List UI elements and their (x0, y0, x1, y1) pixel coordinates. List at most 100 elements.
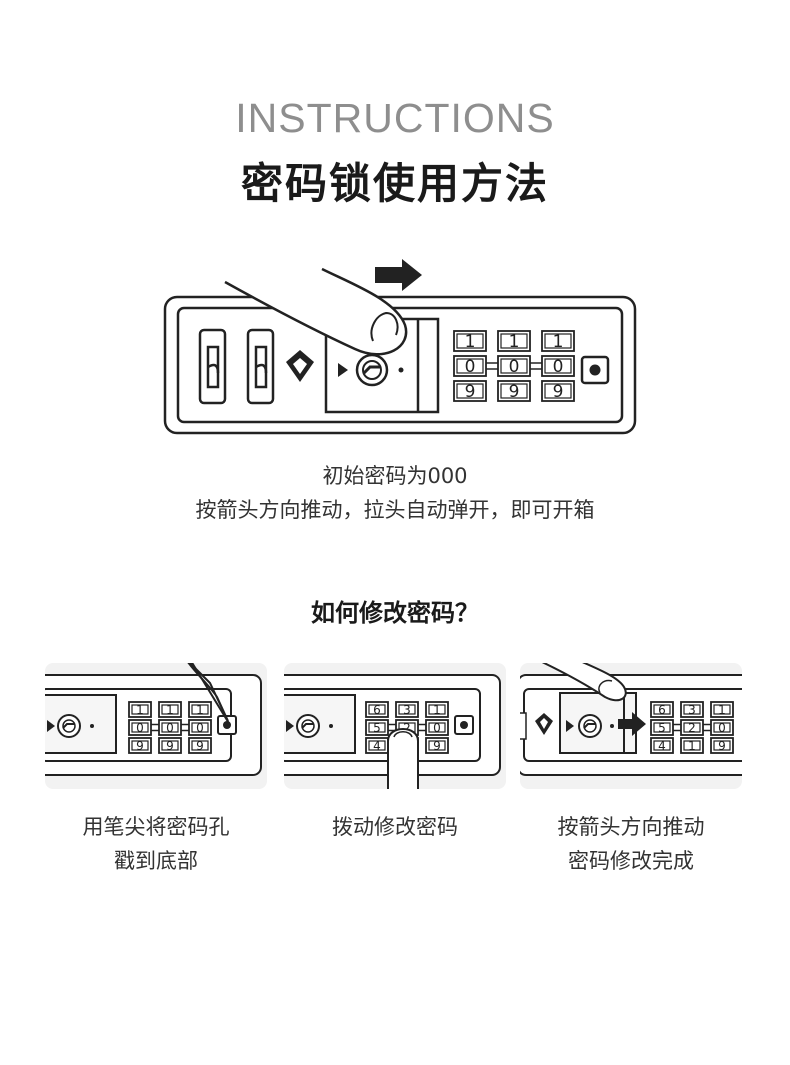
step-1-panel: 1 0 9 1 0 9 1 0 9 (45, 663, 267, 789)
dial-digit[interactable]: 9 (553, 382, 564, 402)
dial-cell-inner (653, 740, 671, 751)
dial-cell-inner (368, 704, 386, 715)
dial-digit[interactable]: 0 (136, 721, 144, 735)
dial-cell (128, 701, 152, 718)
dial-cell-inner (428, 740, 446, 751)
dial-cell-inner (683, 722, 701, 733)
dial-cell (710, 719, 734, 736)
dial-digit[interactable]: 6 (373, 703, 381, 717)
change-password-title: 如何修改密码？ (311, 599, 479, 627)
dial-cell-inner (500, 383, 528, 399)
dial-digit[interactable]: 3 (688, 703, 696, 717)
dial-cell-inner (131, 722, 149, 733)
dial-cell (188, 701, 212, 718)
dial-digit[interactable]: 9 (166, 739, 174, 753)
dial-cell-inner (544, 358, 572, 374)
dial-cell (365, 719, 389, 736)
dial-digit[interactable]: 9 (136, 739, 144, 753)
dial-cell (650, 701, 674, 718)
dial-cell (541, 330, 575, 352)
dial-digit[interactable]: 5 (373, 721, 381, 735)
dial-digit[interactable]: 0 (166, 721, 174, 735)
right-arrow-icon (375, 259, 422, 291)
dial-digit[interactable]: 2 (688, 721, 696, 735)
dial-cell-inner (161, 704, 179, 715)
main-lock-illustration: 1 0 9 1 0 9 1 0 9 (163, 259, 637, 435)
dial-digit[interactable]: 1 (136, 703, 144, 717)
step-1-caption: 用笔尖将密码孔 戳到底部 (31, 810, 281, 878)
dial-digit[interactable]: 1 (196, 703, 204, 717)
dial-cell-inner (456, 358, 484, 374)
finger-icon (541, 663, 627, 702)
finger-icon (387, 728, 419, 789)
dial-cell (188, 719, 212, 736)
dial-digit[interactable]: 6 (658, 703, 666, 717)
dial-cell-inner (500, 358, 528, 374)
dial-cell-inner (428, 722, 446, 733)
dial-digit[interactable]: 9 (196, 739, 204, 753)
dial-digit[interactable]: 0 (433, 721, 441, 735)
dial-digit[interactable]: 1 (718, 703, 726, 717)
dial-digit[interactable]: 0 (196, 721, 204, 735)
dial-cell (453, 330, 487, 352)
dial-cell-inner (161, 740, 179, 751)
dial-digit[interactable]: 1 (433, 703, 441, 717)
dial-cell (453, 355, 487, 377)
dial-cell-inner (500, 333, 528, 349)
dial-digit[interactable]: 1 (509, 332, 520, 352)
finger-icon (224, 267, 408, 356)
step-2-caption: 拨动修改密码 (270, 810, 520, 844)
step-3-panel: 6 5 4 3 2 1 1 0 9 (520, 663, 742, 789)
dial-group: 1 0 9 1 0 9 1 0 9 (453, 330, 575, 402)
dial-cell (680, 737, 704, 754)
dial-cell (158, 719, 182, 736)
dial-cell (680, 719, 704, 736)
dial-digit[interactable]: 9 (433, 739, 441, 753)
dial-cell (497, 380, 531, 402)
dial-digit[interactable]: 9 (718, 739, 726, 753)
dial-cell-inner (544, 333, 572, 349)
dial-cell-inner (368, 740, 386, 751)
title-english: INSTRUCTIONS (235, 95, 555, 141)
step-3-caption: 按箭头方向推动 密码修改完成 (506, 810, 756, 878)
dial-digit[interactable]: 4 (373, 739, 381, 753)
dial-cell-inner (713, 722, 731, 733)
dial-digit[interactable]: 1 (553, 332, 564, 352)
dial-cell-inner (428, 704, 446, 715)
dial-digit[interactable]: 3 (403, 703, 411, 717)
dial-digit[interactable]: 0 (465, 357, 476, 377)
dial-digit[interactable]: 9 (509, 382, 520, 402)
dial-cell (128, 719, 152, 736)
dial-cell (128, 737, 152, 754)
dial-cell-inner (544, 383, 572, 399)
dial-cell-inner (683, 704, 701, 715)
dial-digit[interactable]: 1 (688, 739, 696, 753)
dial-cell (425, 737, 449, 754)
dial-cell-inner (191, 704, 209, 715)
dial-digit[interactable]: 0 (509, 357, 520, 377)
dial-cell (541, 355, 575, 377)
dial-cell-inner (191, 722, 209, 733)
step-1-line-2: 戳到底部 (114, 849, 198, 873)
dial-digit[interactable]: 1 (166, 703, 174, 717)
initial-password-caption: 初始密码为000 (322, 464, 468, 488)
dial-digit[interactable]: 0 (553, 357, 564, 377)
dial-digit[interactable]: 9 (465, 382, 476, 402)
dial-cell-inner (713, 704, 731, 715)
dial-cell (365, 701, 389, 718)
step-1-line-1: 用笔尖将密码孔 (82, 815, 230, 839)
dial-cell-inner (131, 740, 149, 751)
dial-cell (497, 355, 531, 377)
dial-digit[interactable]: 4 (658, 739, 666, 753)
dial-digit[interactable]: 1 (465, 332, 476, 352)
dial-digit[interactable]: 0 (718, 721, 726, 735)
dial-cell-inner (161, 722, 179, 733)
dial-cell (453, 380, 487, 402)
dial-digit[interactable]: 5 (658, 721, 666, 735)
dial-digit[interactable]: 2 (403, 721, 411, 735)
dial-cell-inner (131, 704, 149, 715)
dial-cell (497, 330, 531, 352)
dial-cell (158, 737, 182, 754)
step-3-line-2: 密码修改完成 (568, 849, 694, 873)
